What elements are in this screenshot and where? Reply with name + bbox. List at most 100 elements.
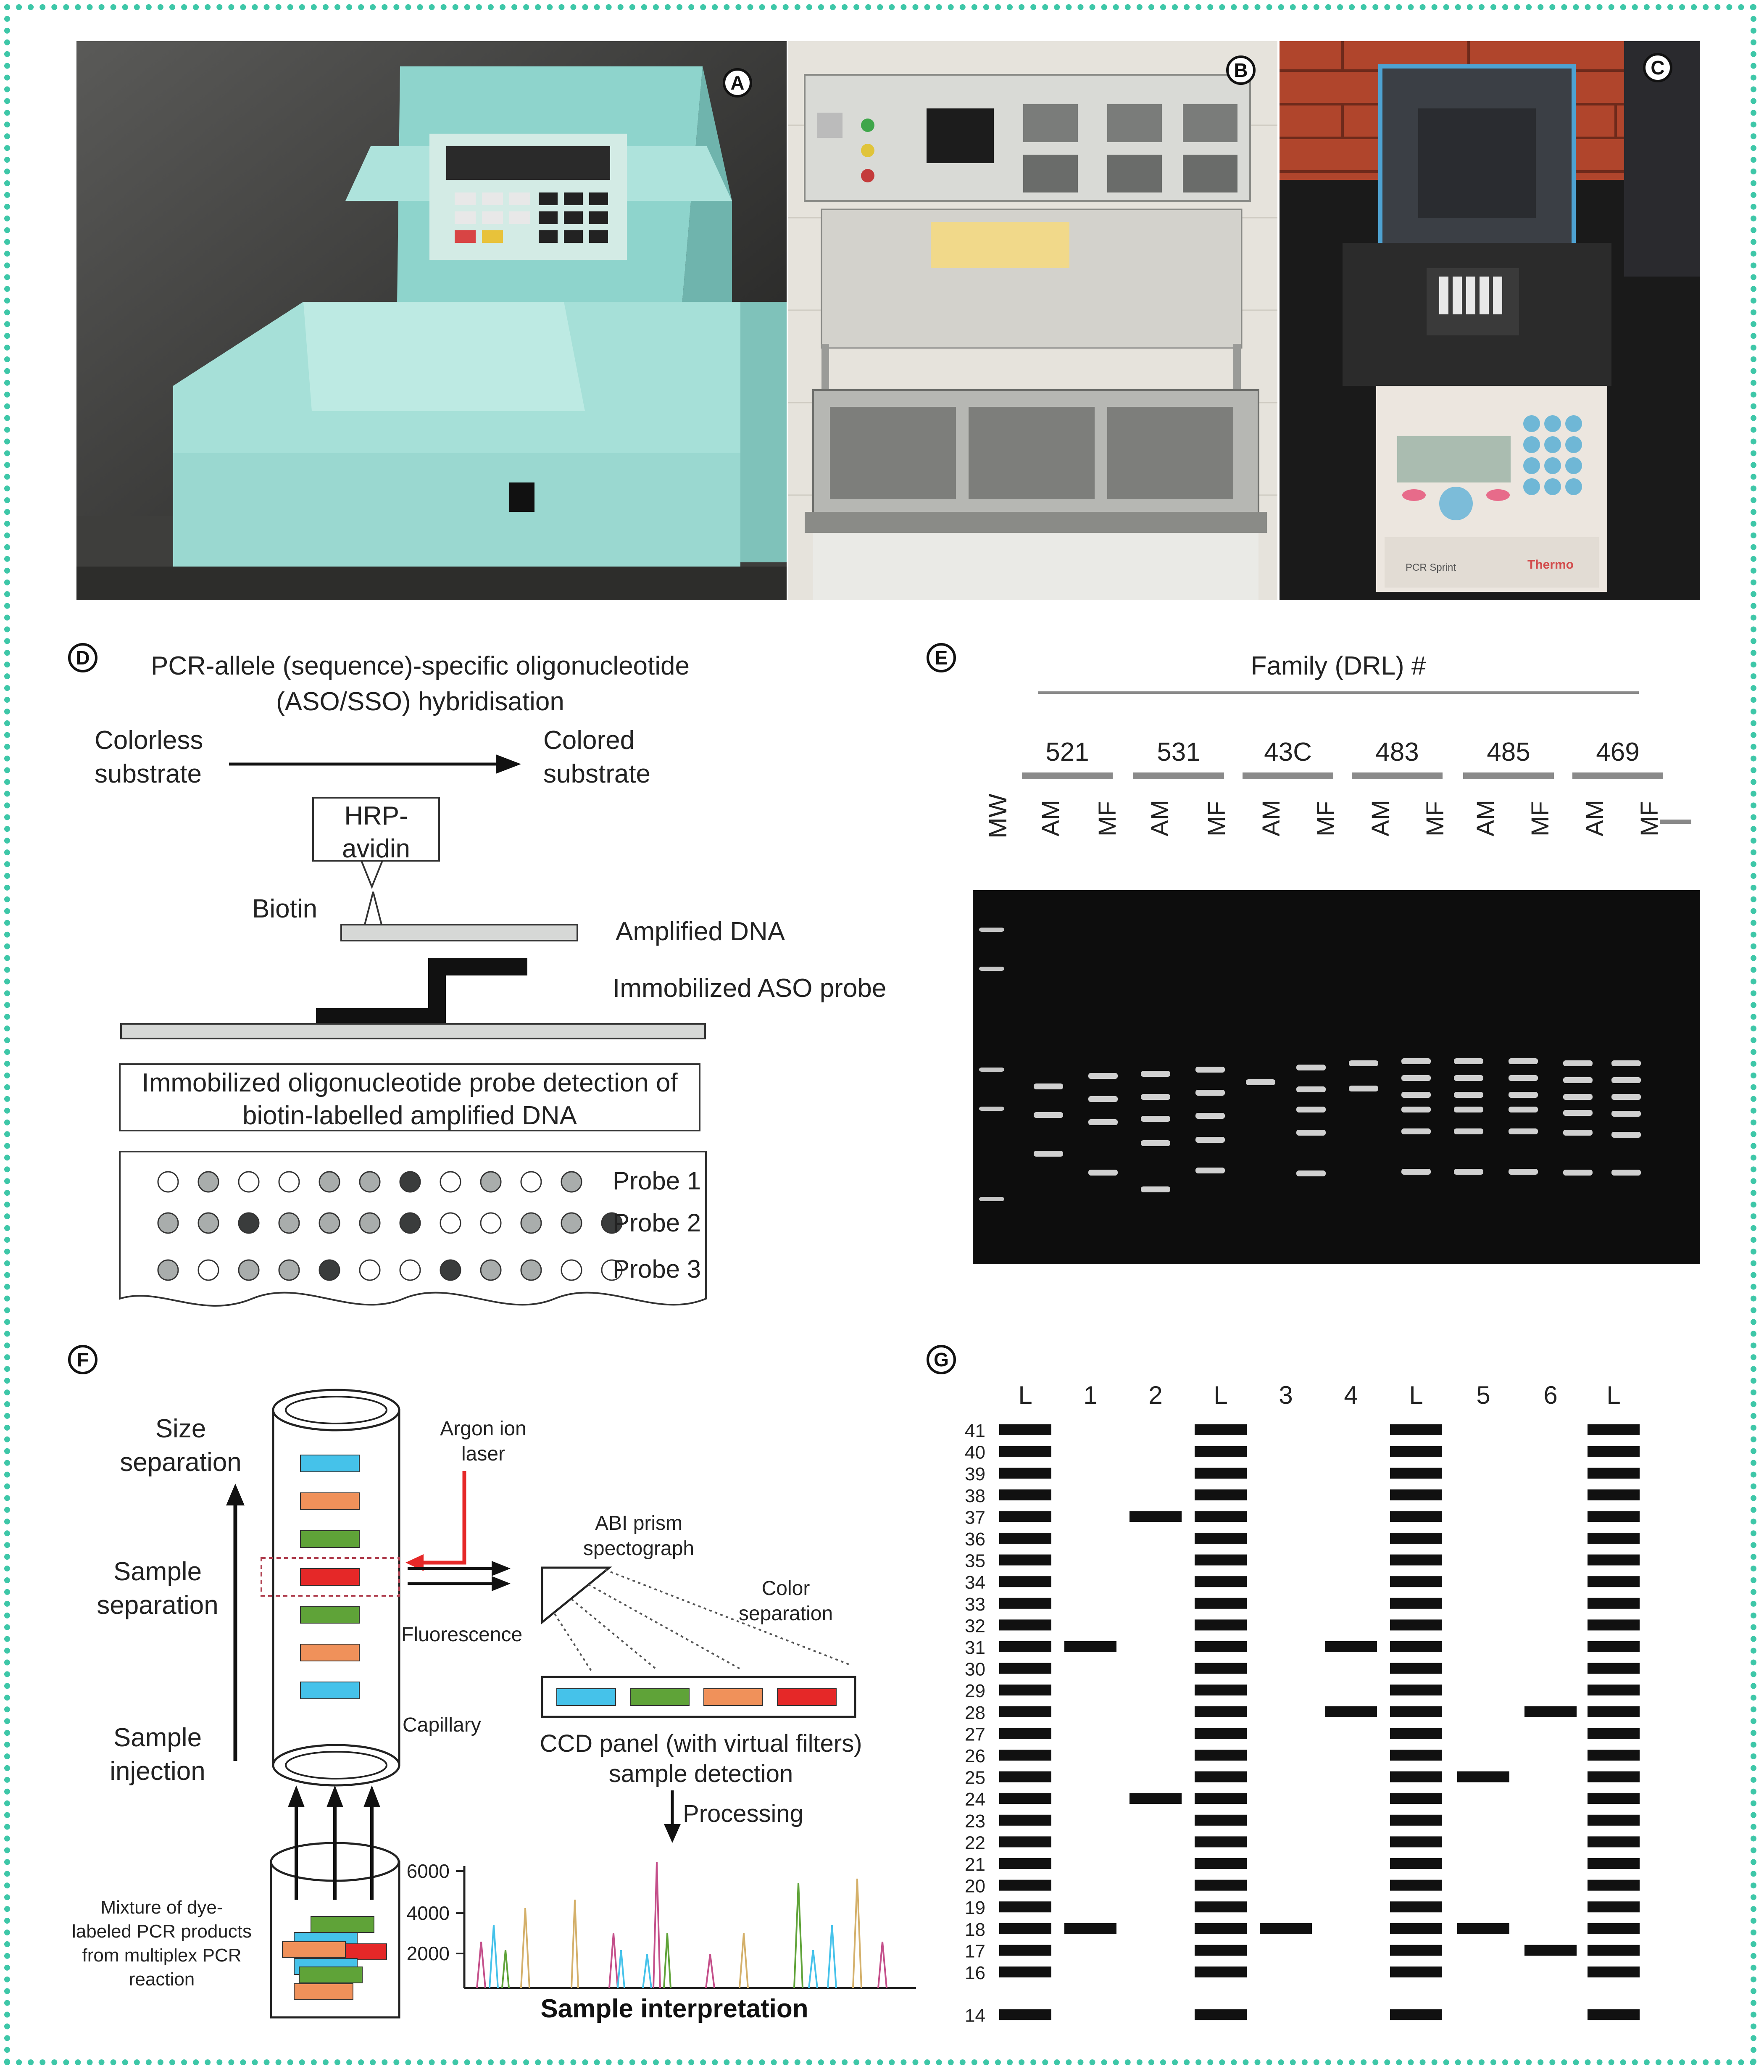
panel-g-badge: G (927, 1345, 956, 1374)
d-colored-line1: Colored (543, 726, 635, 755)
g-size-label: 33 (965, 1594, 985, 1615)
g-ladder-band (1588, 1836, 1640, 1848)
g-ladder-band (999, 1880, 1051, 1891)
g-size-label: 26 (965, 1746, 985, 1766)
g-column-label: 2 (1148, 1381, 1162, 1409)
f-size-arrowhead (226, 1484, 245, 1505)
g-size-label: 37 (965, 1507, 985, 1528)
f-band-green-2 (300, 1606, 360, 1624)
gel-band (979, 1068, 1004, 1072)
e-lane-label: AM (1581, 800, 1609, 836)
g-ladder-band (999, 1446, 1051, 1457)
g-ladder-band (1390, 1728, 1442, 1739)
gel-band (1454, 1169, 1483, 1175)
g-ladder-band (1195, 1923, 1247, 1934)
f-ccd-green (630, 1688, 690, 1706)
g-ladder-band (999, 1511, 1051, 1522)
g-ladder-band (1390, 1858, 1442, 1869)
g-size-label: 31 (965, 1637, 985, 1658)
g-ladder-band (999, 1597, 1051, 1609)
g-ladder-band (1195, 1597, 1247, 1609)
g-size-label: 18 (965, 1919, 985, 1940)
probe-dot (399, 1259, 421, 1281)
g-ladder-band (999, 1619, 1051, 1631)
g-size-label: 36 (965, 1529, 985, 1550)
g-ladder-band (999, 1858, 1051, 1869)
d-hrp-box (312, 797, 440, 862)
gel-band (1195, 1168, 1225, 1173)
d-amplified-dna-bar (340, 924, 578, 941)
f-sample-sep-1: Sample (113, 1557, 202, 1586)
g-sample-band (1457, 1771, 1509, 1782)
g-ladder-band (999, 1728, 1051, 1739)
e-lane-label: MF (1312, 801, 1340, 836)
probe-dot (601, 1259, 623, 1281)
g-ladder-band (999, 1684, 1051, 1696)
probe-dot (399, 1171, 421, 1193)
e-family-number: 521 (1045, 738, 1089, 767)
f-band-blue-2 (300, 1682, 360, 1699)
panel-f-badge: F (68, 1345, 97, 1374)
e-family-label: Family (DRL) # (1251, 651, 1426, 680)
g-ladder-band (1390, 1750, 1442, 1761)
gel-band (1034, 1151, 1063, 1157)
gel-band (1611, 1094, 1641, 1100)
gel-band (1563, 1077, 1593, 1083)
g-size-label: 40 (965, 1442, 985, 1463)
probe-dot (278, 1212, 300, 1234)
g-ladder-band (1195, 1424, 1247, 1435)
g-ladder-band (1390, 2009, 1442, 2020)
gel-band (1034, 1083, 1063, 1089)
d-reaction-arrowhead (496, 754, 521, 774)
probe-dot (319, 1171, 340, 1193)
g-ladder-band (1195, 1945, 1247, 1956)
g-ladder-band (1588, 1901, 1640, 1913)
g-ladder-band (1588, 1967, 1640, 1977)
photo-water-baths (788, 41, 1277, 600)
e-lane-label: MF (1094, 801, 1121, 836)
gel-band (1454, 1107, 1483, 1112)
g-ladder-band (1588, 1554, 1640, 1566)
probe-dot (157, 1171, 179, 1193)
probe-dot (480, 1212, 502, 1234)
d-colored-line2: substrate (543, 759, 650, 788)
f-capillary-label: Capillary (403, 1714, 481, 1736)
g-ladder-band (1195, 1706, 1247, 1717)
d-probe1-label: Probe 1 (613, 1167, 701, 1195)
gel-band (1195, 1067, 1225, 1073)
g-size-label: 41 (965, 1421, 985, 1441)
panel-d-badge: D (68, 643, 97, 672)
g-ladder-band (1390, 1663, 1442, 1674)
g-ladder-band (1390, 1880, 1442, 1891)
gel-band (1401, 1058, 1431, 1064)
probe-dot (359, 1212, 381, 1234)
probe-dot (157, 1212, 179, 1234)
f-ccd-blue (556, 1688, 616, 1706)
gel-band (1088, 1170, 1118, 1176)
d-hrp-line2: avidin (342, 834, 410, 863)
g-ladder-band (1588, 1489, 1640, 1500)
gel-band (1401, 1075, 1431, 1081)
e-lane-label: MF (1527, 801, 1554, 836)
gel-band (1141, 1094, 1170, 1100)
gel-band (1563, 1094, 1593, 1100)
g-sample-band (1524, 1706, 1577, 1717)
g-ladder-band (1195, 1728, 1247, 1739)
e-family-number: 483 (1375, 738, 1419, 767)
f-dispersion-lines (554, 1569, 849, 1674)
probe-dot (520, 1212, 542, 1234)
gel-band (1454, 1058, 1483, 1064)
f-prism (541, 1566, 613, 1625)
g-ladder-band (999, 1901, 1051, 1913)
photo-thermocycler: PCR Sprint Thermo (1280, 41, 1700, 600)
f-sample-inj-1: Sample (113, 1723, 202, 1752)
gel-band (1349, 1060, 1378, 1066)
g-ladder-band (1588, 1880, 1640, 1891)
g-size-label: 29 (965, 1681, 985, 1701)
g-column-label: 6 (1543, 1381, 1557, 1409)
g-size-label: 28 (965, 1703, 985, 1723)
g-ladder-band (999, 2009, 1051, 2020)
g-ladder-band (1390, 1424, 1442, 1435)
f-color-sep-2: separation (739, 1603, 833, 1625)
